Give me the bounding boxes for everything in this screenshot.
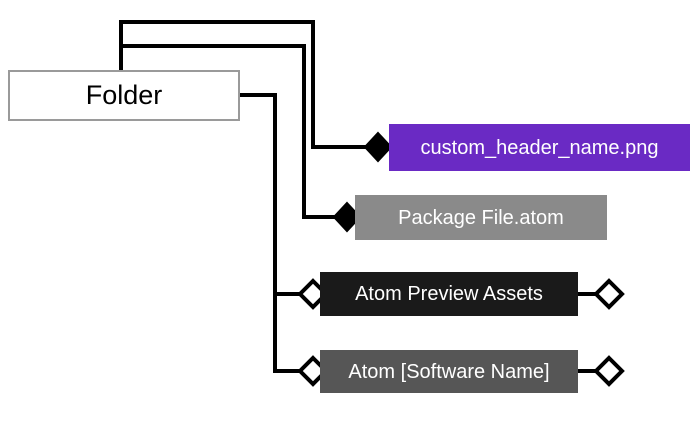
- connector-folder-to-custom-header[interactable]: [119, 20, 366, 149]
- filled-diamond-icon-custom-header: [363, 131, 393, 163]
- node-atom-software-name-label: Atom [Software Name]: [348, 360, 550, 383]
- connector-folder-right-trunk[interactable]: [238, 93, 277, 373]
- node-package-file[interactable]: Package File.atom: [355, 195, 607, 240]
- node-atom-preview-assets-label: Atom Preview Assets: [355, 283, 543, 305]
- node-atom-preview-assets[interactable]: Atom Preview Assets: [320, 272, 578, 316]
- node-custom-header-png[interactable]: custom_header_name.png: [389, 124, 690, 171]
- node-atom-software-name[interactable]: Atom [Software Name]: [320, 350, 578, 393]
- node-package-file-label: Package File.atom: [398, 206, 564, 229]
- hollow-diamond-icon-preview-assets-right: [593, 278, 625, 310]
- connector-folder-to-package-file[interactable]: [119, 44, 336, 219]
- hollow-diamond-icon-software-name-right: [593, 355, 625, 387]
- node-custom-header-png-label: custom_header_name.png: [420, 136, 659, 159]
- node-folder-label: Folder: [85, 80, 163, 110]
- node-folder[interactable]: Folder: [8, 70, 240, 121]
